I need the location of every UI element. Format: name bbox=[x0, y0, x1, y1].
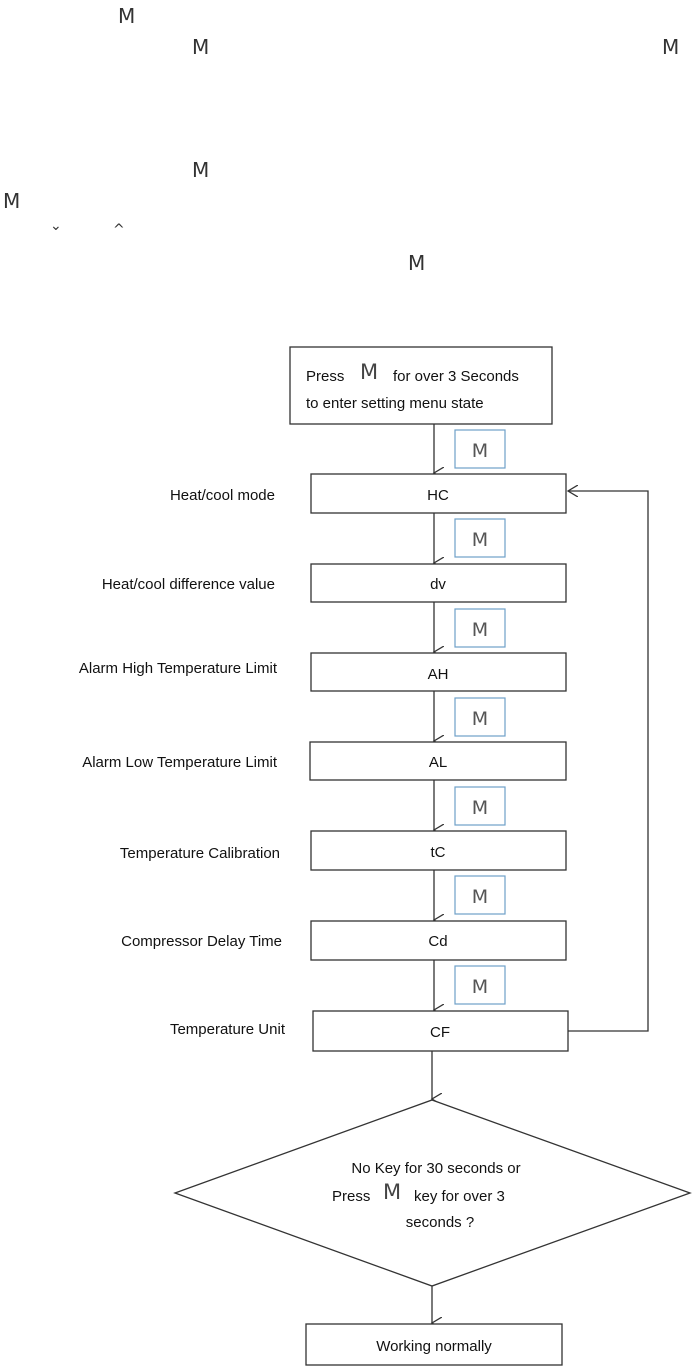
m-key-box: M bbox=[454, 875, 506, 915]
step-code: tC bbox=[431, 844, 446, 861]
m-key-box: M bbox=[454, 518, 506, 558]
m-key-icon: M bbox=[472, 619, 488, 641]
step-label: Heat/cool difference value bbox=[102, 576, 275, 593]
step-code: AL bbox=[429, 754, 447, 771]
step-label: Alarm High Temperature Limit bbox=[79, 660, 278, 677]
start-text-press: Press bbox=[306, 368, 344, 385]
decision-line3: seconds ? bbox=[406, 1214, 474, 1231]
step-hc: Heat/cool mode HC bbox=[170, 473, 567, 514]
step-al: Alarm Low Temperature Limit AL bbox=[82, 741, 567, 781]
m-key-icon: M bbox=[662, 35, 680, 59]
step-code: AH bbox=[428, 666, 449, 683]
start-text-line2: to enter setting menu state bbox=[306, 395, 484, 412]
end-text: Working normally bbox=[376, 1338, 492, 1355]
step-label: Compressor Delay Time bbox=[121, 933, 282, 950]
loop-back-arrow bbox=[568, 491, 649, 1032]
m-key-icon: M bbox=[472, 440, 488, 462]
step-code: Cd bbox=[428, 933, 447, 950]
decision-diamond: No Key for 30 seconds or Press M key for… bbox=[173, 1099, 692, 1287]
m-key-icon: M bbox=[472, 976, 488, 998]
decision-line2: key for over 3 bbox=[414, 1188, 505, 1205]
start-box: Press M for over 3 Seconds to enter sett… bbox=[289, 346, 553, 425]
m-key-icon: M bbox=[472, 708, 488, 730]
step-tc: Temperature Calibration tC bbox=[120, 830, 567, 871]
m-key-icon: M bbox=[3, 189, 21, 213]
step-code: dv bbox=[430, 576, 446, 593]
m-key-icon: M bbox=[118, 4, 136, 28]
step-cd: Compressor Delay Time Cd bbox=[121, 920, 567, 961]
chevron-down-icon: ⌄ bbox=[50, 218, 62, 234]
m-key-box: M bbox=[454, 608, 506, 648]
chevron-up-icon: ^ bbox=[113, 222, 125, 238]
step-label: Alarm Low Temperature Limit bbox=[82, 754, 278, 771]
m-key-icon: M bbox=[408, 251, 426, 275]
step-label: Temperature Unit bbox=[170, 1021, 286, 1038]
step-code: CF bbox=[430, 1024, 450, 1041]
step-label: Temperature Calibration bbox=[120, 845, 280, 862]
step-code: HC bbox=[427, 487, 449, 504]
m-key-icon: M bbox=[360, 360, 378, 384]
step-ah: Alarm High Temperature Limit AH bbox=[79, 652, 567, 692]
m-key-icon: M bbox=[472, 797, 488, 819]
m-key-icon: M bbox=[472, 886, 488, 908]
m-key-icon: M bbox=[472, 529, 488, 551]
step-cf: Temperature Unit CF bbox=[170, 1010, 569, 1052]
step-dv: Heat/cool difference value dv bbox=[102, 563, 567, 603]
step-label: Heat/cool mode bbox=[170, 487, 275, 504]
decision-press: Press bbox=[332, 1188, 370, 1205]
start-text-duration: for over 3 Seconds bbox=[393, 368, 519, 385]
m-key-box: M bbox=[454, 697, 506, 737]
decision-line1: No Key for 30 seconds or bbox=[351, 1160, 520, 1177]
m-key-box: M bbox=[454, 429, 506, 469]
end-box: Working normally bbox=[305, 1323, 563, 1366]
m-key-icon: M bbox=[383, 1180, 401, 1204]
m-key-box: M bbox=[454, 786, 506, 826]
m-key-icon: M bbox=[192, 158, 210, 182]
m-key-icon: M bbox=[192, 35, 210, 59]
m-key-box: M bbox=[454, 965, 506, 1005]
